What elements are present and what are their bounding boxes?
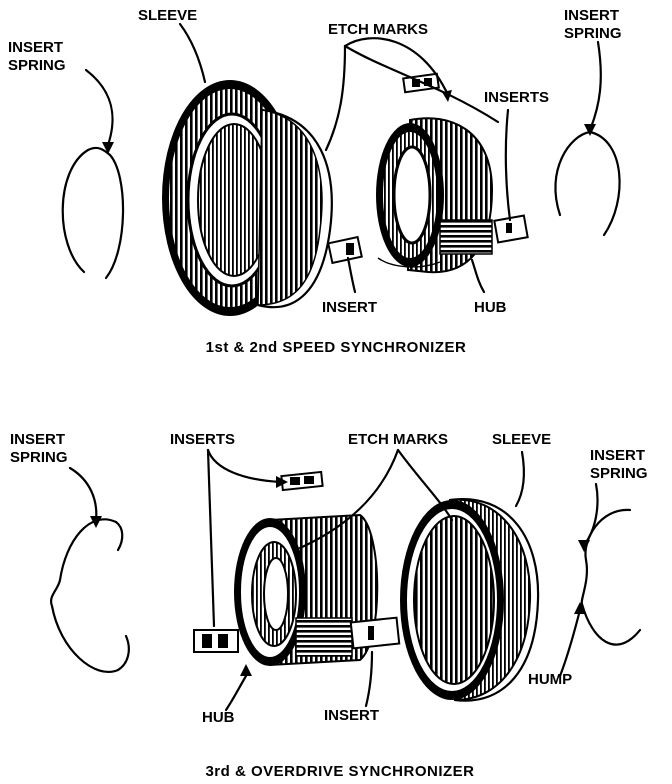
top-left-insert-spring	[61, 146, 125, 280]
bottom-hump-label: HUMP	[528, 671, 572, 688]
top-hub	[376, 117, 494, 274]
bottom-right-insert-spring	[580, 508, 642, 646]
top-insert-left	[327, 235, 363, 265]
bottom-insert-floating	[280, 470, 324, 492]
top-insert-label: INSERT	[322, 299, 377, 316]
top-inserts-label: INSERTS	[484, 89, 549, 106]
bottom-inserts-label: INSERTS	[170, 431, 235, 448]
bottom-sleeve	[400, 498, 540, 702]
bottom-insert-right	[349, 616, 401, 650]
bottom-insert-spring-left-label-1: INSERT	[10, 431, 65, 448]
top-caption: 1st & 2nd SPEED SYNCHRONIZER	[206, 339, 467, 356]
top-sleeve-label: SLEEVE	[138, 7, 197, 24]
top-insert-spring-right-label-1: INSERT	[564, 7, 619, 24]
top-hub-label: HUB	[474, 299, 507, 316]
bottom-assembly: INSERT SPRING INSERTS ETCH MARKS SLEEVE …	[10, 431, 648, 780]
bottom-insert-spring-left-label-2: SPRING	[10, 449, 68, 466]
bottom-insert-spring-right-label-1: INSERT	[590, 447, 645, 464]
top-assembly: INSERT SPRING SLEEVE ETCH MARKS INSERT S…	[8, 7, 622, 356]
top-etch-marks-label: ETCH MARKS	[328, 21, 428, 38]
top-sleeve	[162, 80, 333, 316]
top-insert-spring-right-label-2: SPRING	[564, 25, 622, 42]
bottom-hub-label: HUB	[202, 709, 235, 726]
bottom-insert-left	[193, 629, 239, 653]
bottom-left-insert-spring	[50, 518, 130, 673]
top-right-insert-spring	[554, 130, 621, 237]
bottom-leader-lines	[68, 448, 599, 712]
bottom-etch-marks-label: ETCH MARKS	[348, 431, 448, 448]
top-leader-lines	[84, 22, 602, 294]
bottom-sleeve-label: SLEEVE	[492, 431, 551, 448]
top-insert-spring-left-label-1: INSERT	[8, 39, 63, 56]
bottom-insert-label: INSERT	[324, 707, 379, 724]
bottom-caption: 3rd & OVERDRIVE SYNCHRONIZER	[205, 763, 474, 780]
bottom-insert-spring-right-label-2: SPRING	[590, 465, 648, 482]
top-insert-spring-left-label-2: SPRING	[8, 57, 66, 74]
